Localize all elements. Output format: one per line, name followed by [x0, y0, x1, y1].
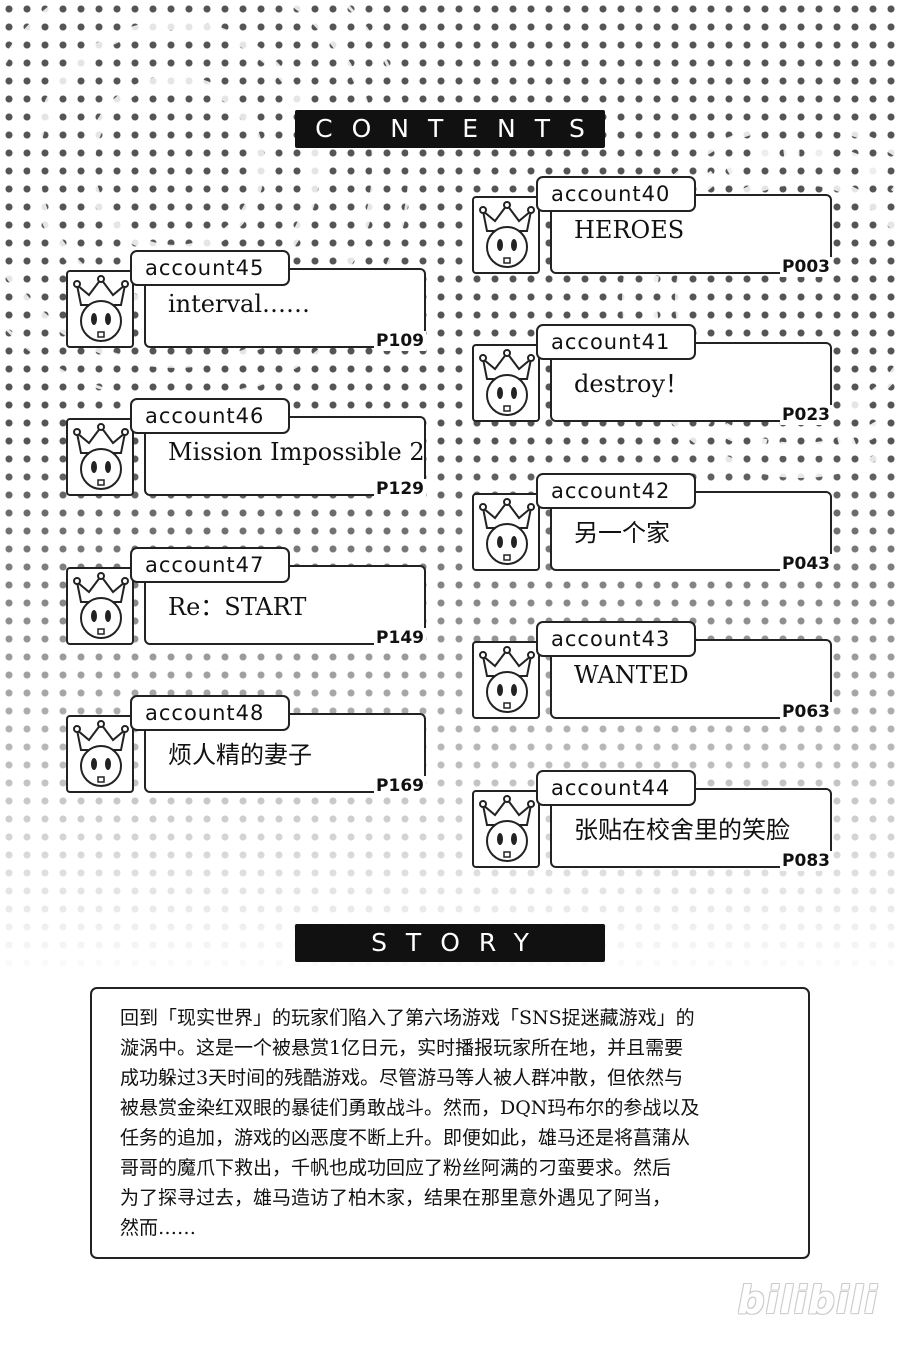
story-line: 为了探寻过去，雄马造访了柏木家，结果在那里意外遇见了阿当， [120, 1187, 672, 1209]
toc-entry-account44[interactable]: account44 张贴在校舍里的笑脸 P083 [472, 770, 834, 880]
toc-entry-account43[interactable]: account43 WANTED P063 [472, 621, 834, 731]
page-number: P063 [780, 702, 832, 722]
account-label: account46 [130, 398, 290, 434]
story-line: 回到「现实世界」的玩家们陷入了第六场游戏「SNS捉迷藏游戏」的 [120, 1007, 695, 1029]
story-summary: 回到「现实世界」的玩家们陷入了第六场游戏「SNS捉迷藏游戏」的 漩涡中。这是一个… [90, 987, 810, 1259]
page-number: P043 [780, 554, 832, 574]
crown-mascot-icon [66, 418, 134, 496]
crown-mascot-icon [66, 567, 134, 645]
page-number: P083 [780, 851, 832, 871]
contents-header: CONTENTS [295, 110, 605, 148]
story-line: 被悬赏金染红双眼的暴徒们勇敢战斗。然而，DQN玛布尔的参战以及 [120, 1097, 700, 1119]
account-label: account48 [130, 695, 290, 731]
story-header: STORY [295, 924, 605, 962]
story-line: 漩涡中。这是一个被悬赏1亿日元，实时播报玩家所在地，并且需要 [120, 1037, 684, 1059]
crown-mascot-icon [472, 196, 540, 274]
toc-entry-account40[interactable]: account40 HEROES P003 [472, 176, 834, 286]
account-label: account45 [130, 250, 290, 286]
toc-entry-account47[interactable]: account47 Re：START P149 [66, 547, 428, 657]
story-line: 任务的追加，游戏的凶恶度不断上升。即便如此，雄马还是将菖蒲从 [120, 1127, 691, 1149]
toc-entry-account48[interactable]: account48 烦人精的妻子 P169 [66, 695, 428, 805]
page-number: P003 [780, 257, 832, 277]
crown-mascot-icon [472, 641, 540, 719]
crown-mascot-icon [66, 270, 134, 348]
account-label: account40 [536, 176, 696, 212]
toc-entry-account42[interactable]: account42 另一个家 P043 [472, 473, 834, 583]
toc-entry-account41[interactable]: account41 destroy！ P023 [472, 324, 834, 434]
account-label: account42 [536, 473, 696, 509]
account-label: account47 [130, 547, 290, 583]
crown-mascot-icon [472, 790, 540, 868]
story-line: 哥哥的魔爪下救出，千帆也成功回应了粉丝阿满的刁蛮要求。然后 [120, 1157, 672, 1179]
crown-mascot-icon [472, 493, 540, 571]
page-number: P149 [374, 628, 426, 648]
bilibili-watermark: bilibili [737, 1278, 878, 1322]
page-number: P109 [374, 331, 426, 351]
toc-entry-account46[interactable]: account46 Mission Impossible 2 P129 [66, 398, 428, 508]
page-number: P129 [374, 479, 426, 499]
account-label: account43 [536, 621, 696, 657]
story-line: 然而…… [120, 1217, 197, 1239]
page-number: P023 [780, 405, 832, 425]
crown-mascot-icon [66, 715, 134, 793]
account-label: account44 [536, 770, 696, 806]
crown-mascot-icon [472, 344, 540, 422]
page-number: P169 [374, 776, 426, 796]
story-line: 成功躲过3天时间的残酷游戏。尽管游马等人被人群冲散，但依然与 [120, 1067, 684, 1089]
toc-entry-account45[interactable]: account45 interval…… P109 [66, 250, 428, 360]
account-label: account41 [536, 324, 696, 360]
